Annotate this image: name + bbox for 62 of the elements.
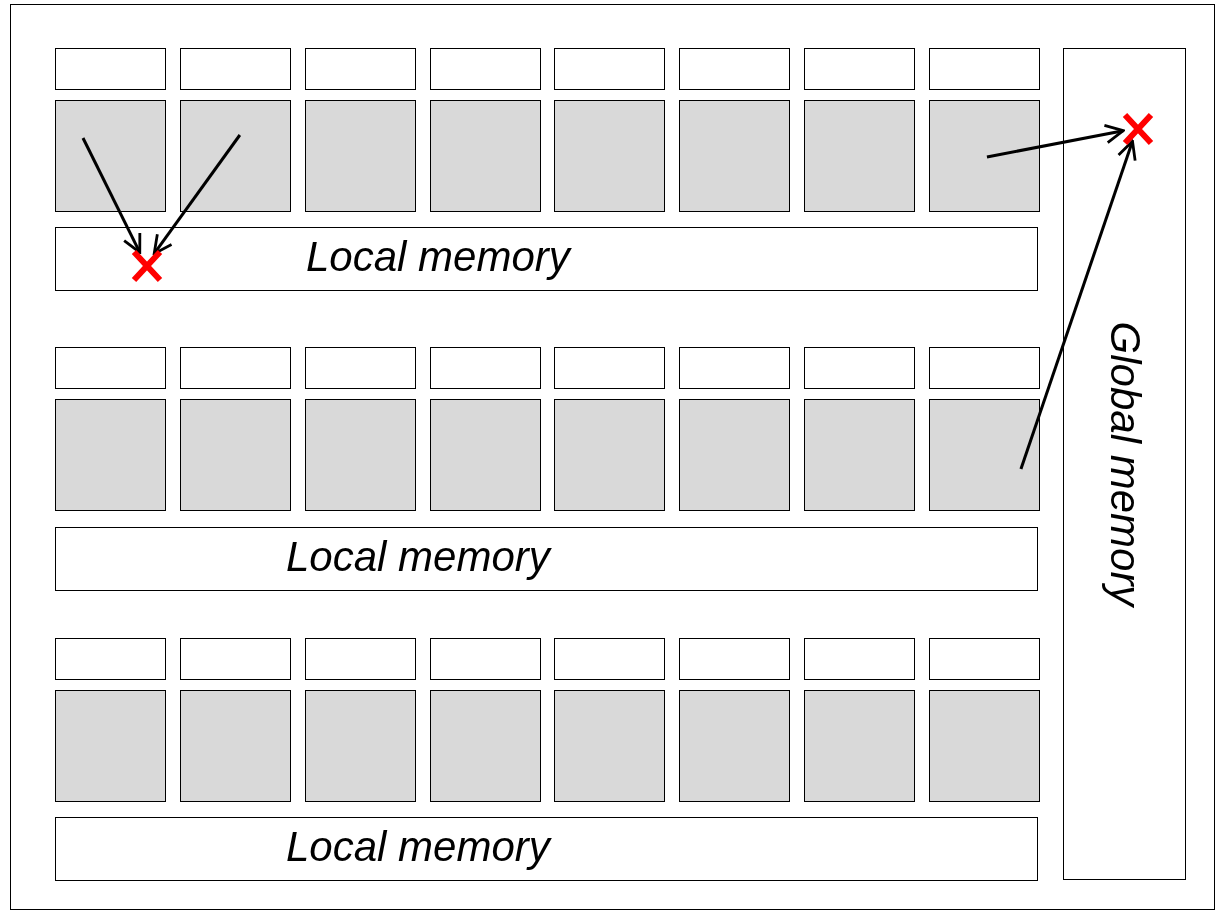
core-box [55, 399, 166, 511]
core-box [55, 100, 166, 212]
arrow [1019, 139, 1137, 470]
memory-label: Local memory [286, 533, 550, 581]
core-box [554, 100, 666, 212]
local-memory-bar [55, 527, 1038, 591]
core-box [928, 399, 1040, 511]
core-box [804, 690, 916, 802]
core-box [179, 690, 291, 802]
register-box [554, 347, 666, 389]
register-box [55, 347, 166, 389]
register-box [179, 638, 291, 680]
core-box [55, 690, 166, 802]
core-box [928, 690, 1040, 802]
register-box [429, 48, 541, 90]
register-box [304, 48, 416, 90]
register-box [679, 638, 791, 680]
core-box [679, 690, 791, 802]
core-box [304, 399, 416, 511]
memory-label: Local memory [306, 233, 570, 281]
core-box [304, 690, 416, 802]
register-box [928, 638, 1040, 680]
arrow [152, 134, 242, 256]
core-box [928, 100, 1040, 212]
register-box [304, 638, 416, 680]
register-box [804, 48, 916, 90]
local-memory-bar [55, 227, 1038, 291]
register-box [429, 638, 541, 680]
core-box [804, 399, 916, 511]
register-box [804, 347, 916, 389]
core-box [429, 690, 541, 802]
arrow [81, 137, 142, 254]
core-box [179, 399, 291, 511]
cross-mark [130, 248, 164, 284]
cross-mark [1121, 111, 1155, 147]
arrow [986, 124, 1125, 159]
core-box [554, 399, 666, 511]
register-box [55, 48, 166, 90]
core-box [429, 399, 541, 511]
register-box [179, 48, 291, 90]
core-box [679, 100, 791, 212]
register-box [679, 347, 791, 389]
core-box [429, 100, 541, 212]
register-box [429, 347, 541, 389]
register-box [804, 638, 916, 680]
core-box [804, 100, 916, 212]
register-box [679, 48, 791, 90]
register-box [55, 638, 166, 680]
core-box [554, 690, 666, 802]
register-box [928, 48, 1040, 90]
register-box [928, 347, 1040, 389]
global-memory-bar [1063, 48, 1186, 880]
core-box [179, 100, 291, 212]
core-box [304, 100, 416, 212]
memory-label: Local memory [286, 823, 550, 871]
register-box [304, 347, 416, 389]
memory-label: Global memory [1100, 321, 1149, 607]
core-box [679, 399, 791, 511]
register-box [554, 638, 666, 680]
local-memory-bar [55, 817, 1038, 881]
register-box [179, 347, 291, 389]
register-box [554, 48, 666, 90]
